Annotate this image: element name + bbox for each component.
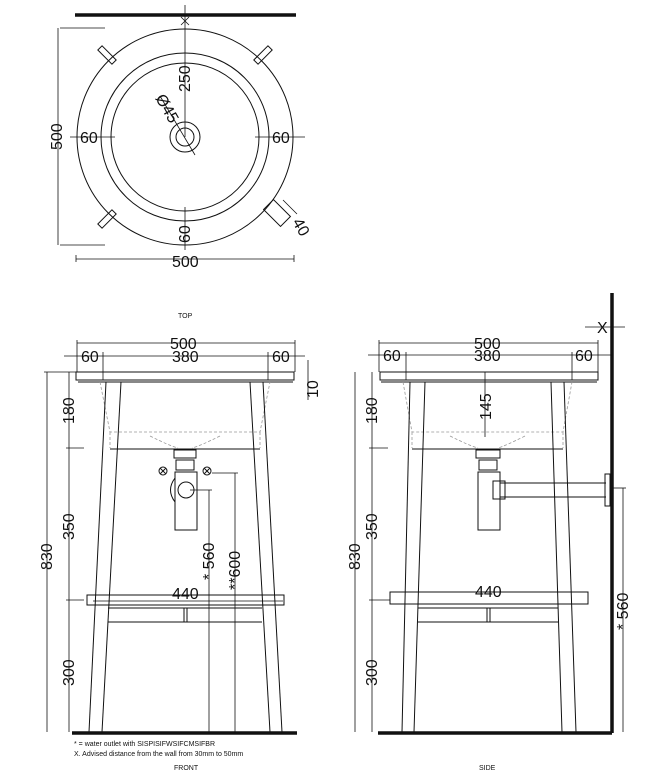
dim-seg-mid: 350 xyxy=(61,513,78,540)
front-view: 500 60 380 60 10 830 180 350 300 440 * 5… xyxy=(39,336,322,772)
dim-center-to-wall: 250 xyxy=(177,65,194,92)
dim-total-height: 830 xyxy=(347,543,364,570)
top-view: 250 Ø45 500 60 60 60 500 40 TOP xyxy=(49,5,312,320)
dim-seg-top: 180 xyxy=(61,397,78,424)
dim-leg: 40 xyxy=(289,216,313,240)
top-caption: TOP xyxy=(178,313,193,320)
dim-drain-diameter: Ø45 xyxy=(152,92,182,127)
note-water-outlet: * = water outlet with SISPISIFWSIFCMSIFB… xyxy=(74,741,215,748)
note-wall-distance: X. Advised distance from the wall from 3… xyxy=(74,751,243,758)
dim-depth: 500 xyxy=(49,123,66,150)
dim-right-rim: 60 xyxy=(272,349,290,366)
dim-front-rim: 60 xyxy=(177,225,194,243)
dim-left-rim: 60 xyxy=(383,348,401,365)
dim-seg-mid: 350 xyxy=(364,513,381,540)
countertop xyxy=(75,371,295,381)
dim-right-rim: 60 xyxy=(575,348,593,365)
leg-stubs xyxy=(97,45,292,229)
dim-total-width: 500 xyxy=(474,336,501,353)
dim-left-rim: 60 xyxy=(81,349,99,366)
dim-top-thickness: 10 xyxy=(305,380,322,398)
dim-left-rim: 60 xyxy=(80,130,98,147)
dim-shelf-width: 440 xyxy=(172,586,199,603)
dim-basin: 380 xyxy=(474,348,501,365)
dim-seg-bottom: 300 xyxy=(364,659,381,686)
side-caption: SIDE xyxy=(479,765,496,772)
dim-outlet-height: * 560 xyxy=(615,593,632,630)
side-view: X 500 60 380 60 145 830 180 350 300 440 … xyxy=(347,293,632,772)
front-caption: FRONT xyxy=(174,765,199,772)
dim-seg-bottom: 300 xyxy=(61,659,78,686)
countertop xyxy=(379,371,599,381)
dim-total-height: 830 xyxy=(39,543,56,570)
dim-shelf-width: 440 xyxy=(475,584,502,601)
dim-right-rim: 60 xyxy=(272,130,290,147)
front-trap xyxy=(158,449,212,531)
dim-width: 500 xyxy=(172,254,199,271)
dim-seg-top: 180 xyxy=(364,397,381,424)
dim-basin: 380 xyxy=(172,349,199,366)
dim-total-width: 500 xyxy=(170,336,197,353)
dim-wall-gap: X xyxy=(597,320,608,337)
dim-bowl-depth: 145 xyxy=(478,393,495,420)
side-trap xyxy=(475,449,611,531)
dim-outlet-height-2: **600 xyxy=(227,551,244,590)
dim-outlet-height: * 560 xyxy=(201,543,218,580)
shelf xyxy=(86,594,285,606)
